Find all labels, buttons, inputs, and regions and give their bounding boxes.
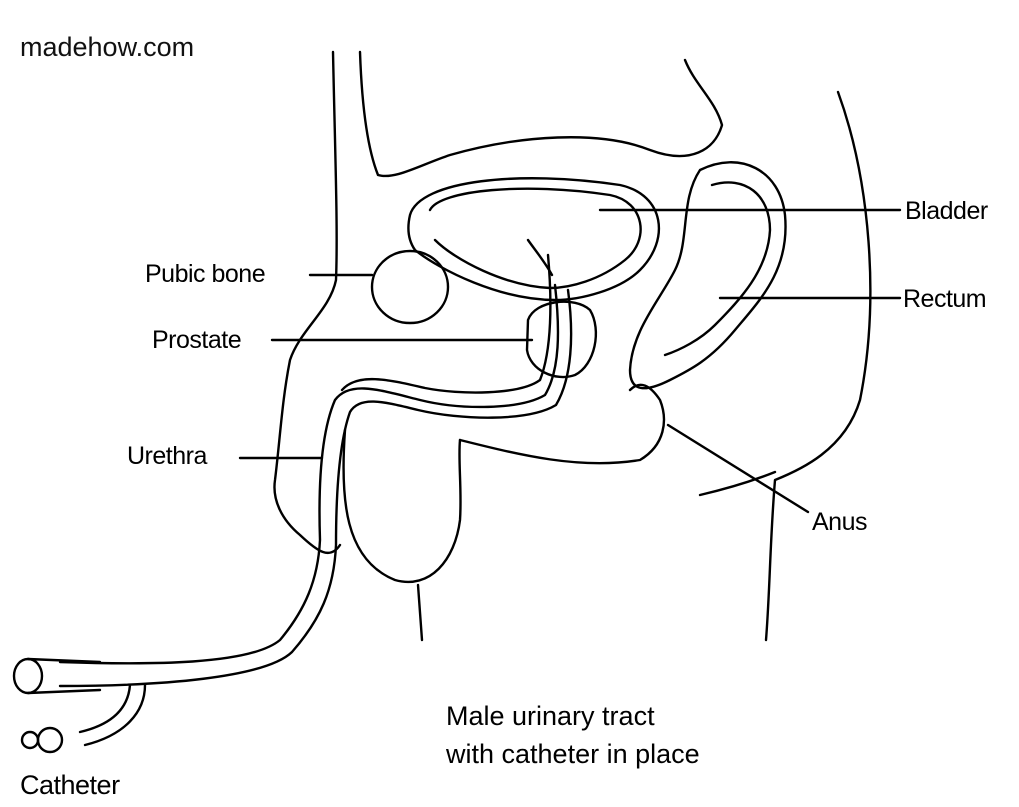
caption-line-1: Male urinary tract <box>446 697 700 735</box>
pubic-bone-shape <box>372 251 448 323</box>
scrotum-line <box>418 585 422 640</box>
label-urethra: Urethra <box>127 442 207 471</box>
bladder-shape <box>408 178 659 300</box>
catheter-port-large <box>14 659 42 693</box>
catheter-port-small <box>38 728 62 752</box>
diagram-caption: Male urinary tract with catheter in plac… <box>446 697 700 773</box>
pelvic-floor <box>460 385 664 463</box>
catheter-port-large-bottom <box>28 690 100 693</box>
label-rectum: Rectum <box>903 285 986 314</box>
label-prostate: Prostate <box>152 326 241 355</box>
scrotum-shape <box>343 430 460 582</box>
label-pubic-bone: Pubic bone <box>145 260 265 289</box>
catheter-port-large-top <box>28 659 100 662</box>
back-contour <box>766 92 870 640</box>
label-catheter: Catheter <box>20 770 120 801</box>
caption-line-2: with catheter in place <box>446 735 700 773</box>
rectum-inner <box>665 182 770 355</box>
label-bladder: Bladder <box>905 197 988 226</box>
catheter-port-small-ring <box>22 732 38 748</box>
urethra-outer <box>60 285 558 663</box>
label-anus: Anus <box>812 508 867 537</box>
catheter-branch <box>80 685 145 745</box>
bladder-inner <box>430 189 641 288</box>
front-body-contour <box>274 52 340 553</box>
urethra-inner <box>60 290 571 686</box>
watermark: madehow.com <box>20 32 194 63</box>
leader-anus <box>668 425 808 512</box>
prostate-shape <box>527 302 596 377</box>
inner-wall-contour <box>360 52 722 176</box>
rectum-shape <box>630 162 786 388</box>
